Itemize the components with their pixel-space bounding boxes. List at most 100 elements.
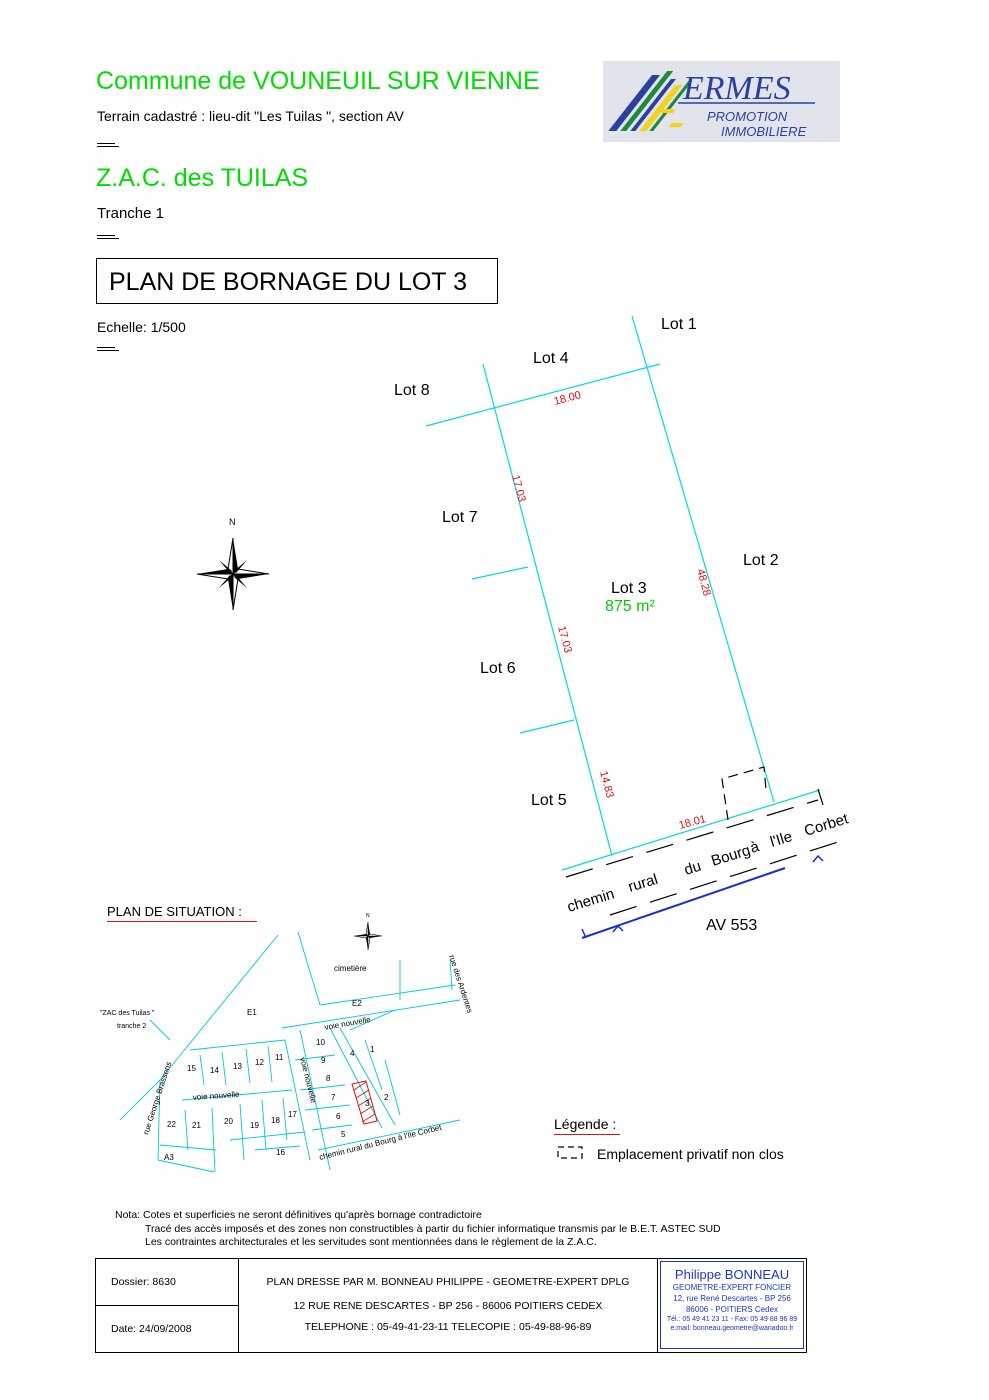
sit-lot-6: 6	[336, 1112, 341, 1121]
label-e1: E1	[247, 1008, 257, 1017]
label-chemin: chemin rural du Bourg à l'Ile Corbet	[318, 1123, 443, 1162]
sit-lot-22: 22	[167, 1120, 176, 1129]
sit-lot-9: 9	[321, 1056, 326, 1065]
lot6-lot5-divider	[519, 719, 575, 734]
situation-title-underline	[107, 921, 257, 922]
stamp-email: e.mail: bonneau.geometre@wanadoo.fr	[670, 1325, 794, 1332]
nota-line1: Nota: Cotes et superficies ne seront déf…	[115, 1209, 482, 1221]
top-boundary	[425, 363, 661, 427]
sit-lot-1: 1	[370, 1045, 375, 1054]
stamp-address: 12, rue René Descartes - BP 256	[673, 1294, 791, 1303]
lot6-label: Lot 6	[480, 660, 516, 677]
sit-lot-2: 2	[384, 1093, 389, 1102]
stamp-title: GEOMETRE-EXPERT FONCIER	[672, 1283, 792, 1292]
legend-title: Légende :	[554, 1116, 617, 1132]
sit-lot-19: 19	[250, 1121, 259, 1130]
lot4-label: Lot 4	[533, 350, 569, 367]
nota-line3: Les contraintes architecturales et les s…	[145, 1236, 597, 1248]
road-edge-line	[561, 789, 821, 871]
logo-line2: IMMOBILIERE	[721, 124, 807, 139]
sit-lot-11: 11	[275, 1053, 284, 1062]
stamp-city: 86006 - POITIERS Cedex	[685, 1305, 779, 1314]
lot3-hatching	[353, 1081, 376, 1123]
scale-label: Echelle: 1/500	[97, 319, 186, 335]
legend-dashed-rect-icon	[557, 1146, 583, 1159]
label-cimetiere: cimetière	[334, 964, 367, 973]
svg-text:du: du	[682, 858, 703, 879]
stamp-tel: Tél.: 05 49 41 23 11 - Fax: 05 49 88 96 …	[666, 1316, 798, 1323]
surveyor-line2: 12 RUE RENE DESCARTES - BP 256 - 86006 P…	[293, 1300, 603, 1312]
legend-item: Emplacement privatif non clos	[597, 1146, 784, 1162]
sit-lot-16: 16	[276, 1148, 285, 1157]
ermes-logo: ERMES PROMOTION IMMOBILIERE	[603, 61, 840, 142]
situation-boundaries	[119, 931, 461, 1173]
sit-lot-13: 13	[233, 1062, 242, 1071]
sit-lot-7: 7	[331, 1093, 336, 1102]
north-label: N	[229, 517, 236, 527]
lot7-label: Lot 7	[442, 509, 478, 526]
sit-lot-8: 8	[326, 1074, 331, 1083]
parcel-line	[581, 867, 786, 939]
separator-mark	[97, 347, 119, 353]
sit-lot-5: 5	[341, 1130, 346, 1139]
lot5-label: Lot 5	[531, 792, 567, 809]
label-zac-tranche2-b: tranche 2	[117, 1023, 146, 1030]
sit-lot-18: 18	[271, 1116, 280, 1125]
separator-mark	[97, 143, 119, 149]
situation-title: PLAN DE SITUATION :	[107, 904, 242, 919]
label-e2: E2	[352, 999, 362, 1008]
label-zac-tranche2-a: "ZAC des Tuilas "	[100, 1010, 155, 1017]
lot3-highlight	[351, 1080, 378, 1125]
logo-stripes-icon: ERMES PROMOTION IMMOBILIERE	[608, 70, 815, 139]
surveyor-line3: TELEPHONE : 05-49-41-23-11 TELECOPIE : 0…	[304, 1321, 592, 1333]
svg-text:l'Ile: l'Ile	[768, 828, 794, 851]
date-cell: Date: 24/09/2008	[95, 1305, 239, 1353]
label-a3: A3	[164, 1153, 174, 1162]
sit-lot-21: 21	[192, 1121, 201, 1130]
situation-north-label: N	[366, 913, 370, 919]
road-dashed-borders	[565, 799, 839, 916]
label-voie-nouvelle-vert: voie nouvelle	[298, 1056, 318, 1104]
plan-date: Date: 24/09/2008	[111, 1323, 192, 1335]
lot3-area: 875 m²	[605, 598, 655, 615]
sit-lot-12: 12	[255, 1058, 264, 1067]
nota-line2: Tracé des accès imposés et des zones non…	[145, 1223, 721, 1235]
surveyor-stamp: Philippe BONNEAU GEOMETRE-EXPERT FONCIER…	[660, 1261, 804, 1349]
private-zone-outline	[721, 766, 767, 821]
surveyor-cell: PLAN DRESSE PAR M. BONNEAU PHILIPPE - GE…	[238, 1258, 658, 1353]
dossier-cell: Dossier: 8630	[95, 1258, 239, 1306]
lot1-label: Lot 1	[661, 316, 697, 333]
sit-lot-10: 10	[316, 1038, 325, 1047]
situation-compass-icon	[353, 921, 383, 951]
dossier-number: Dossier: 8630	[111, 1276, 176, 1288]
sit-lot-14: 14	[210, 1066, 219, 1075]
lot-boundaries	[425, 315, 821, 871]
sit-lot-17: 17	[288, 1110, 297, 1119]
sit-lot-20: 20	[224, 1117, 233, 1126]
logo-line1: PROMOTION	[707, 109, 788, 124]
plan-title-box: PLAN DE BORNAGE DU LOT 3	[96, 258, 498, 304]
sit-lot-4: 4	[350, 1049, 355, 1058]
lot8-label: Lot 8	[394, 382, 430, 399]
parcel-arrow-icon	[612, 924, 624, 933]
right-boundary	[631, 315, 775, 803]
sit-lot-3: 3	[365, 1099, 370, 1108]
sit-lot-15: 15	[187, 1064, 196, 1073]
label-voie-nouvelle-mid: voie nouvelle	[193, 1090, 241, 1102]
logo-name: ERMES	[682, 70, 791, 107]
lot2-label: Lot 2	[743, 552, 779, 569]
compass-rose-icon	[196, 537, 270, 611]
parcel-label: AV 553	[706, 917, 757, 934]
tranche-label: Tranche 1	[97, 205, 164, 222]
parcel-arrow-icon	[812, 854, 824, 863]
legend-title-underline	[554, 1134, 620, 1135]
stamp-name: Philippe BONNEAU	[674, 1267, 790, 1282]
commune-title: Commune de VOUNEUIL SUR VIENNE	[96, 67, 540, 95]
terrain-subtitle: Terrain cadastré : lieu-dit "Les Tuilas …	[97, 108, 404, 124]
zac-title: Z.A.C. des TUILAS	[96, 164, 309, 192]
lot3-label: Lot 3	[611, 580, 647, 597]
left-boundary	[482, 363, 613, 857]
surveyor-line1: PLAN DRESSE PAR M. BONNEAU PHILIPPE - GE…	[266, 1276, 630, 1288]
